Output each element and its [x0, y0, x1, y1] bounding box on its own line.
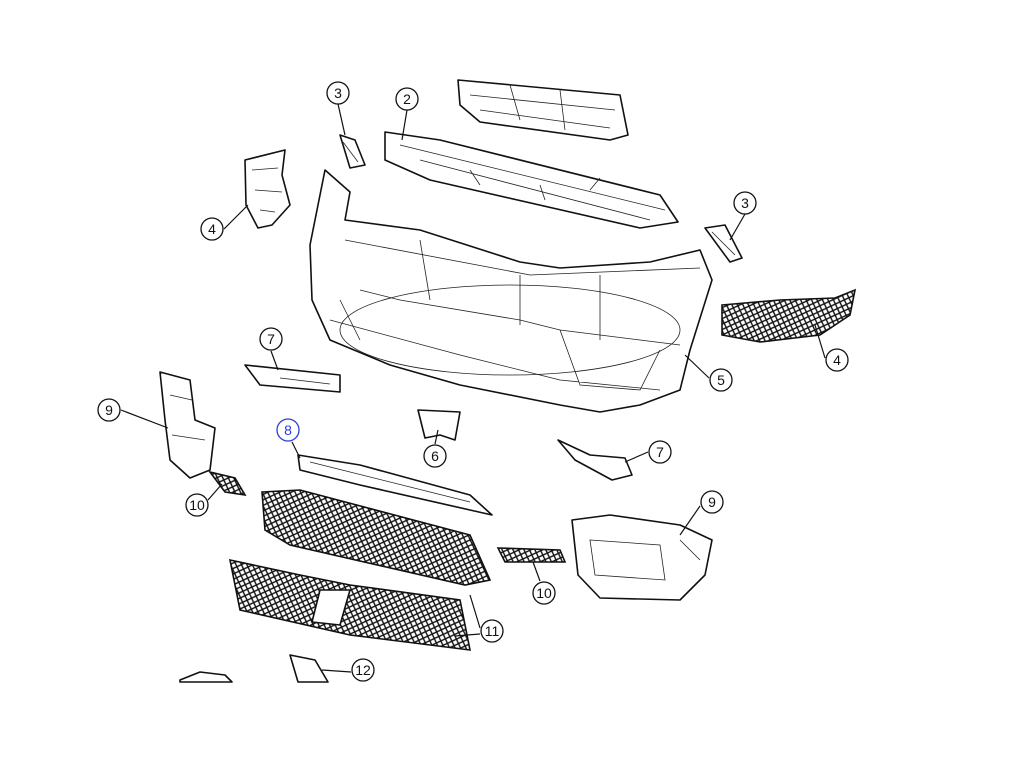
upper-reinforcement-part[interactable] [457, 79, 629, 141]
svg-text:5: 5 [717, 372, 725, 388]
svg-text:12: 12 [355, 662, 371, 678]
callout-2[interactable]: 2 [395, 87, 419, 111]
svg-text:3: 3 [741, 195, 749, 211]
fog-housing-right-part[interactable] [571, 514, 713, 601]
leader-lines [120, 103, 826, 673]
callout-8-highlighted[interactable]: 8 [276, 418, 300, 442]
callout-4[interactable]: 4 [200, 217, 224, 241]
callout-10[interactable]: 10 [532, 581, 556, 605]
bumper-fascia-part[interactable] [309, 169, 713, 413]
svg-text:4: 4 [833, 352, 841, 368]
side-support-right-part[interactable] [721, 288, 857, 343]
bracket-left-part[interactable] [339, 134, 366, 169]
svg-text:3: 3 [334, 85, 342, 101]
svg-text:8: 8 [284, 422, 292, 438]
grille-insert-left-part[interactable] [208, 470, 247, 497]
svg-text:10: 10 [536, 585, 552, 601]
callout-5[interactable]: 5 [709, 368, 733, 392]
callout-7[interactable]: 7 [648, 440, 672, 464]
callout-3[interactable]: 3 [733, 191, 757, 215]
svg-text:9: 9 [105, 402, 113, 418]
svg-text:4: 4 [208, 221, 216, 237]
svg-text:6: 6 [431, 448, 439, 464]
svg-text:11: 11 [485, 623, 500, 639]
lower-trim-strip-part[interactable] [297, 454, 493, 516]
side-support-left-part[interactable] [244, 149, 291, 229]
callout-3[interactable]: 3 [326, 81, 350, 105]
svg-text:10: 10 [189, 497, 205, 513]
trim-right-part[interactable] [557, 439, 633, 481]
grille-insert-right-part[interactable] [496, 547, 567, 563]
bezel-part[interactable] [179, 654, 329, 683]
svg-text:9: 9 [708, 494, 716, 510]
trim-left-part[interactable] [244, 364, 341, 393]
callout-11[interactable]: 11 [480, 619, 504, 643]
callout-10[interactable]: 10 [185, 493, 209, 517]
callout-9[interactable]: 9 [97, 398, 121, 422]
center-bracket-part[interactable] [417, 409, 461, 441]
svg-text:7: 7 [267, 331, 275, 347]
svg-text:2: 2 [403, 91, 411, 107]
lower-grille-upper-part[interactable] [261, 489, 492, 586]
lower-grille-lower-part[interactable] [228, 558, 472, 651]
callout-6[interactable]: 6 [423, 444, 447, 468]
callout-12[interactable]: 12 [351, 658, 375, 682]
callout-9[interactable]: 9 [700, 490, 724, 514]
impact-bar-part[interactable] [384, 131, 679, 229]
bracket-right-part[interactable] [704, 224, 743, 263]
fog-housing-left-part[interactable] [159, 371, 216, 479]
svg-text:7: 7 [656, 444, 664, 460]
callout-4[interactable]: 4 [825, 348, 849, 372]
callout-7[interactable]: 7 [259, 327, 283, 351]
